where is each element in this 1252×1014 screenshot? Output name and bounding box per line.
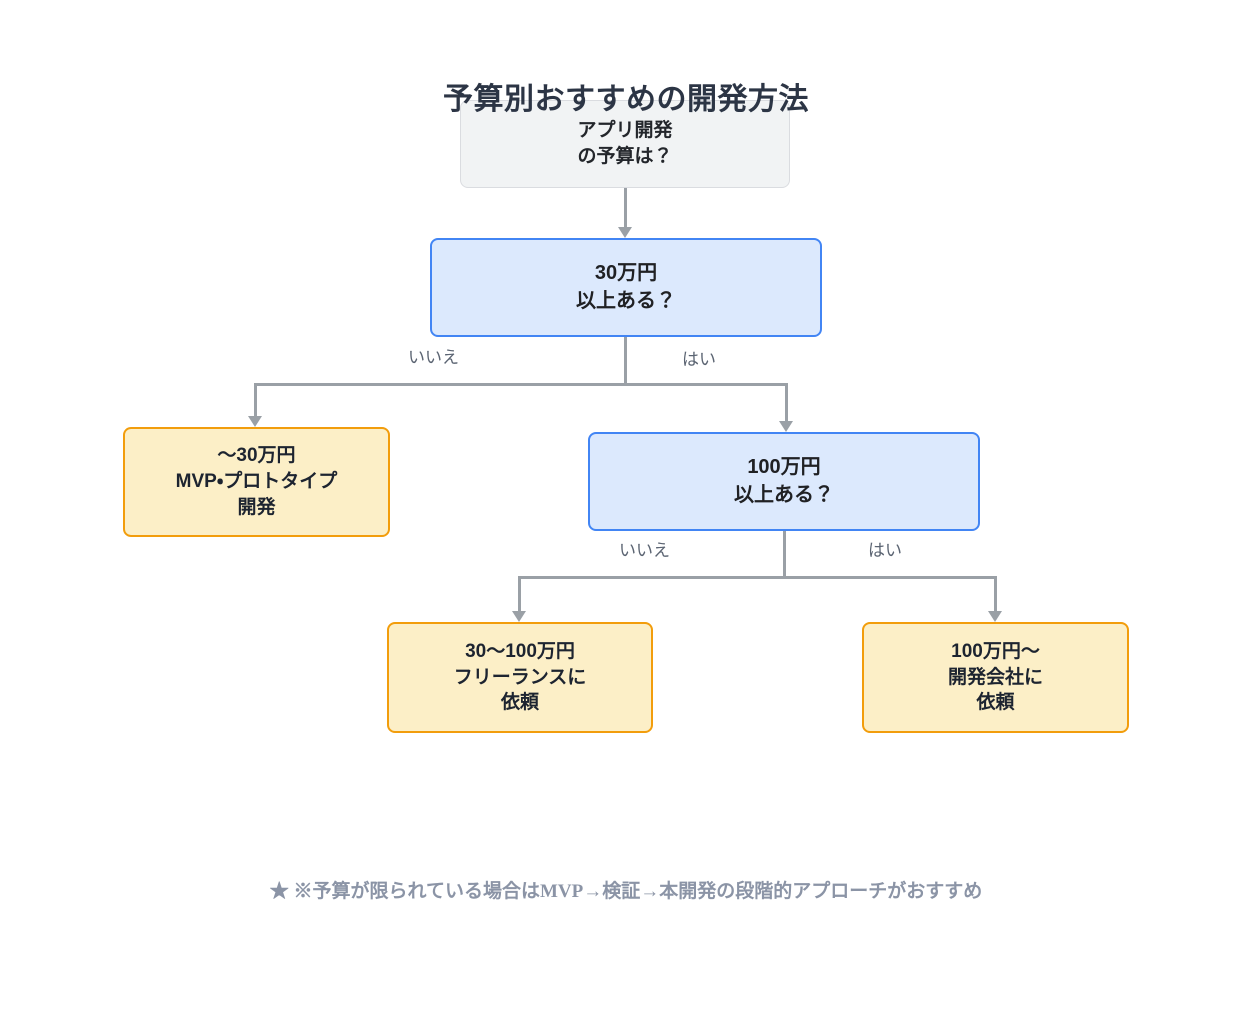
arrowhead-decision1-yes	[779, 421, 793, 432]
node-line-1: 30〜100万円	[465, 640, 575, 662]
arrowhead-decision1-no	[248, 416, 262, 427]
node-line-3: 依頼	[500, 692, 539, 714]
node-line-2: フリーランスに	[453, 666, 587, 688]
edge-root-to-decision1	[624, 187, 627, 229]
page-title: 予算別おすすめの開発方法	[443, 83, 809, 116]
node-line-1: 〜30万円	[217, 445, 296, 467]
edge-decision2-no-drop	[518, 576, 521, 614]
edge-decision1-no-drop	[254, 383, 257, 419]
edge-label-decision2-yes: はい	[868, 541, 902, 560]
node-line-2: MVP・プロトタイプ	[175, 471, 338, 493]
arrowhead-root-to-decision1	[618, 227, 632, 238]
node-over-1m-question[interactable]: 100万円 以上ある？	[588, 432, 980, 531]
node-line-3: 開発	[237, 496, 276, 518]
edge-decision2-stub	[783, 531, 786, 579]
edge-label-decision1-yes: はい	[682, 350, 716, 369]
node-line-1: アプリ開発	[577, 120, 673, 142]
node-line-2: 以上ある？	[734, 483, 834, 506]
edge-decision2-bus	[518, 576, 997, 579]
node-300k-to-1m-freelance[interactable]: 30〜100万円 フリーランスに 依頼	[387, 622, 653, 733]
arrowhead-decision2-no	[512, 611, 526, 622]
edge-label-decision1-no: いいえ	[408, 348, 459, 367]
edge-decision1-yes-drop	[785, 383, 788, 424]
node-line-2: 開発会社に	[947, 666, 1043, 688]
node-budget-question[interactable]: アプリ開発 の予算は？	[460, 100, 790, 188]
node-line-2: 以上ある？	[576, 289, 676, 312]
node-line-2: の予算は？	[577, 146, 673, 167]
node-line-1: 30万円	[594, 262, 658, 285]
node-line-3: 依頼	[976, 692, 1015, 714]
node-over-300k-question[interactable]: 30万円 以上ある？	[430, 238, 822, 337]
node-over-1m-company[interactable]: 100万円〜 開発会社に 依頼	[862, 622, 1129, 733]
footnote-text: ★ ※予算が限られている場合はMVP→検証→本開発の段階的アプローチがおすすめ	[269, 881, 983, 902]
edge-label-decision2-no: いいえ	[619, 541, 670, 560]
arrowhead-decision2-yes	[988, 611, 1002, 622]
edge-decision1-stub	[624, 337, 627, 385]
node-line-1: 100万円〜	[951, 640, 1040, 662]
node-under-300k-mvp[interactable]: 〜30万円 MVP・プロトタイプ 開発	[123, 427, 390, 537]
node-line-1: 100万円	[747, 456, 821, 479]
edge-decision2-yes-drop	[994, 576, 997, 614]
edge-decision1-bus	[254, 383, 788, 386]
